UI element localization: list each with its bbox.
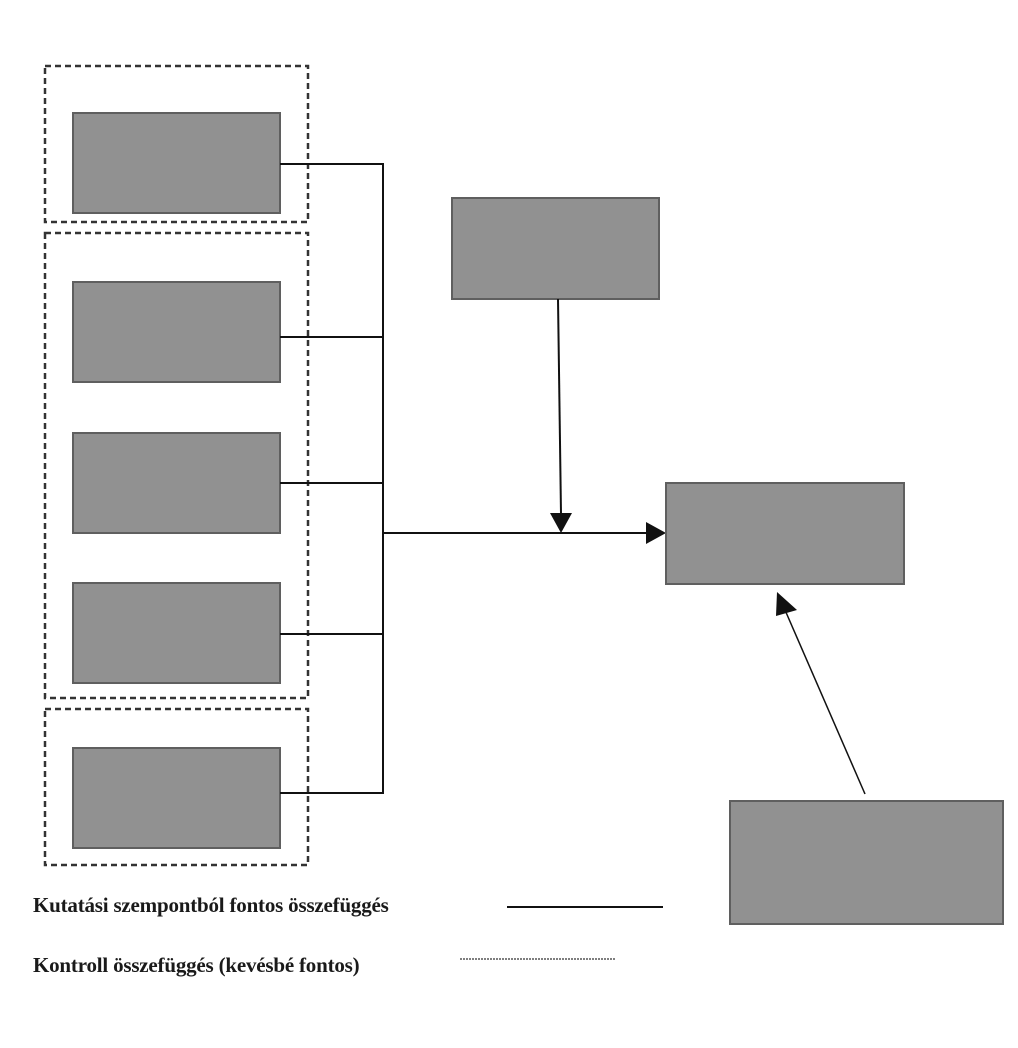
group-frame-middle: [43, 231, 310, 700]
input-box-1: [72, 112, 281, 214]
input-box-2: [72, 281, 281, 383]
input-box-5: [72, 747, 281, 849]
moderator-arrow-line: [557, 298, 562, 515]
legend-solid-label: Kutatási szempontból fontos összefüggés: [33, 893, 389, 917]
control-arrow-line: [784, 609, 866, 795]
main-arrow-head: [646, 522, 666, 544]
input-box-3: [72, 432, 281, 534]
control-arrow-head: [776, 592, 797, 616]
target-box: [665, 482, 905, 585]
input-box-4: [72, 582, 281, 684]
control-box: [729, 800, 1004, 925]
moderator-box: [451, 197, 660, 300]
group-frame-top: [43, 64, 310, 224]
legend-dashed-label: Kontroll összefüggés (kevésbé fontos): [33, 953, 360, 977]
group-frame-bottom: [43, 707, 310, 867]
moderator-arrow-head: [550, 513, 572, 533]
